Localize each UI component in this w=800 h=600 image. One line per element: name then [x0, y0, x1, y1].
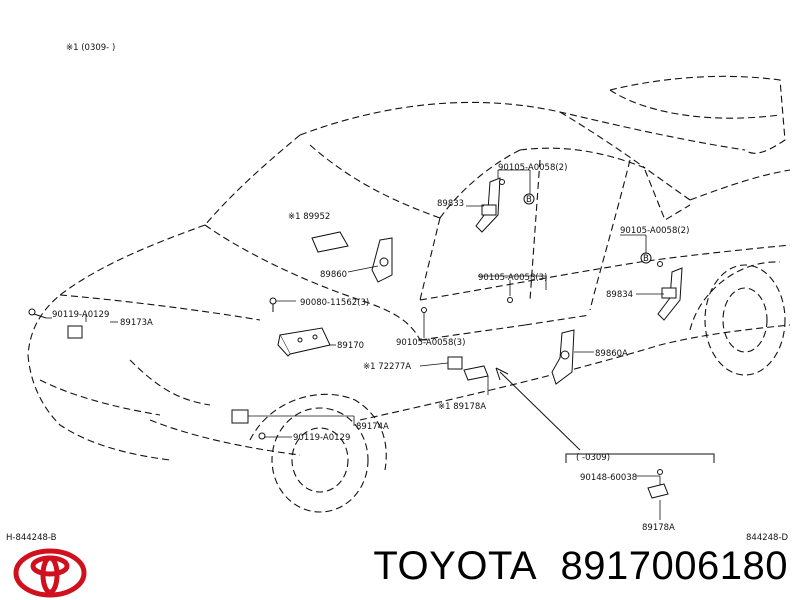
part-89860A [551, 329, 575, 385]
label-89173A: 89173A [120, 318, 153, 328]
label-72277A: ※1 72277A [363, 362, 411, 372]
toyota-logo-icon [13, 548, 87, 598]
leader-lines [46, 169, 715, 520]
fastener-bolts [421, 179, 663, 313]
label-90148: 90148-60038 [580, 473, 637, 483]
part-89173A [28, 308, 83, 339]
svg-text:B: B [643, 254, 649, 264]
inset-range: ( -0309) [576, 453, 610, 463]
label-90105-mid: 90105-A0058(3) [478, 273, 547, 283]
label-89178A: ※1 89178A [438, 402, 486, 412]
svg-text:B: B [526, 195, 532, 205]
circled-b-mark-1: B [523, 193, 535, 205]
bottom-title: TOYOTA 8917006180 [373, 544, 788, 589]
label-89170: 89170 [337, 341, 364, 351]
label-90105-right: 90105-A0058(2) [620, 226, 689, 236]
label-89178A-inset: 89178A [642, 523, 675, 533]
part-89170 [277, 327, 331, 357]
circled-b-mark-2: B [640, 252, 652, 264]
label-90105-top: 90105-A0058(2) [498, 163, 567, 173]
footer-left-code: H-844248-B [6, 533, 57, 543]
part-89834 [657, 267, 683, 321]
label-90080: 90080-11562(3) [300, 298, 369, 308]
part-72277A [447, 356, 463, 370]
label-89952: ※1 89952 [288, 212, 330, 222]
car-outline [27, 75, 791, 513]
part-89178A [463, 365, 489, 381]
label-90105-lower: 90105-A0058(3) [396, 338, 465, 348]
part-89952 [311, 231, 349, 253]
label-90119-upper: 90119-A0129 [52, 310, 109, 320]
header-note: ※1 (0309- ) [66, 43, 115, 53]
label-89833: 89833 [437, 199, 464, 209]
label-89834: 89834 [606, 290, 633, 300]
brand-name: TOYOTA [373, 544, 535, 588]
part-number: 8917006180 [560, 544, 788, 588]
footer-right-code: 844248-D [746, 533, 789, 543]
part-89860 [371, 237, 393, 283]
label-89860: 89860 [320, 270, 347, 280]
label-90119-lower: 90119-A0129 [293, 433, 350, 443]
part-90080-bolt [269, 297, 277, 312]
part-89178A-inset [647, 469, 669, 499]
label-89174A: 89174A [356, 422, 389, 432]
part-89833 [475, 177, 501, 233]
label-89860A: 89860A [595, 349, 628, 359]
part-89174A [231, 409, 266, 440]
